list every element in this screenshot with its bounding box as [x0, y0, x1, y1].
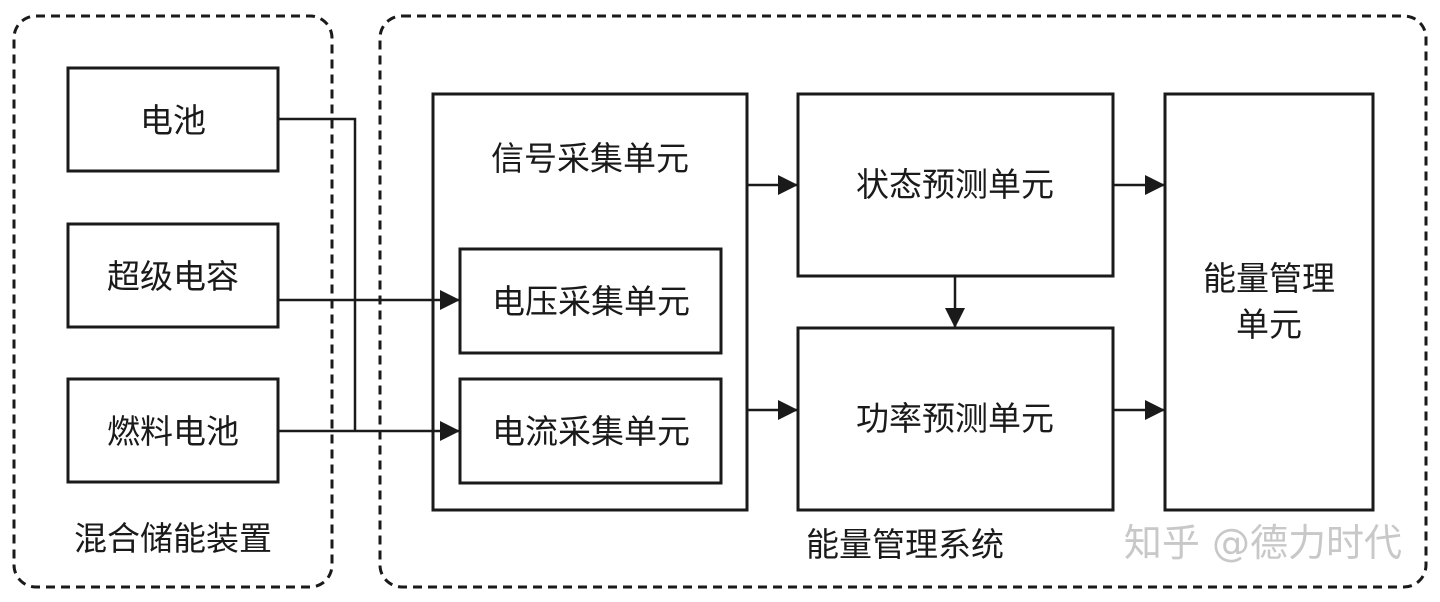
battery-box — [66, 66, 280, 173]
state-prediction-box — [796, 92, 1115, 278]
voltage-acquisition-box — [458, 247, 723, 355]
energy-management-box — [1163, 92, 1375, 512]
supercap-label: 超级电容 — [107, 257, 239, 296]
current-acquisition-label: 电流采集单元 — [492, 412, 690, 451]
current-acquisition-box — [458, 377, 723, 485]
energy-management-label-line2: 单元 — [1236, 305, 1302, 344]
energy-management-label-line1: 能量管理 — [1203, 259, 1335, 298]
battery-label: 电池 — [140, 101, 206, 140]
hybrid-storage-group — [12, 14, 334, 589]
watermark-text: 知乎 @德力时代 — [1124, 521, 1402, 565]
state-prediction-label: 状态预测单元 — [856, 165, 1054, 204]
supercap-box — [66, 222, 280, 329]
voltage-acquisition-label: 电压采集单元 — [492, 282, 690, 321]
fuel-cell-label: 燃料电池 — [107, 412, 239, 451]
power-prediction-label: 功率预测单元 — [856, 399, 1054, 438]
signal-acquisition-label: 信号采集单元 — [491, 139, 689, 178]
fuel-cell-box — [66, 377, 280, 484]
ems-group — [378, 14, 1428, 589]
power-prediction-box — [796, 326, 1115, 512]
ems-label: 能量管理系统 — [806, 525, 1004, 564]
hybrid-storage-label: 混合储能装置 — [74, 519, 272, 558]
battery-wire — [278, 117, 357, 431]
